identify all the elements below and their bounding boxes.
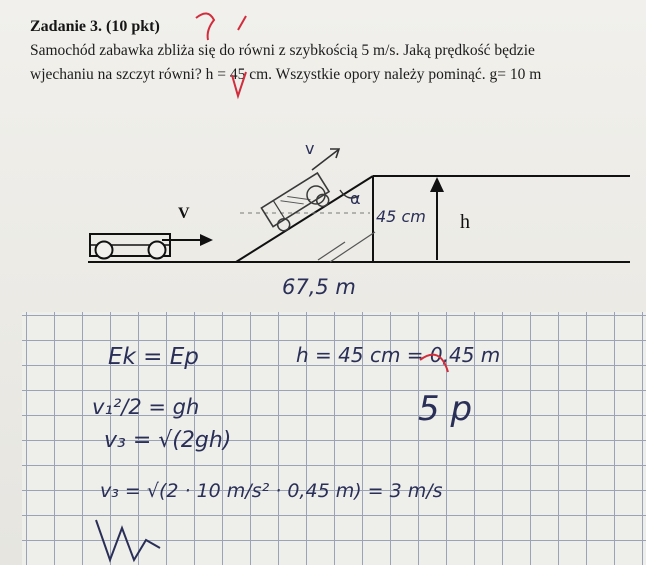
angle-label: α [350,189,361,208]
task-title: Zadanie 3. (10 pkt) [30,18,160,35]
solution-line-1-right: h = 45 cm = 0,45 m [296,343,500,367]
toy-car [89,233,171,260]
red-grade-mark-top [195,12,216,41]
height-label: h [460,211,470,233]
velocity-label: V [178,205,190,222]
squared-paper-area [22,312,646,565]
solution-line-2: v₁²/2 = gh [92,395,199,419]
velocity-arrow-head [200,234,213,246]
solution-line-4: v₃ = √(2 · 10 m/s² · 0,45 m) = 3 m/s [100,480,443,502]
red-tick-mark [237,15,247,31]
red-correction-mark [419,353,449,373]
ink-scribble [95,519,161,563]
red-grade-score: 5 p [418,389,472,429]
sketched-velocity-arrow [311,149,339,171]
incline-diagram: h V v α 45 cm [88,139,630,299]
sketched-wheel [306,185,326,205]
sketched-arrow-head [330,148,341,159]
task-text-line-1: Samochód zabawka zbliża się do równi z s… [30,42,535,59]
side-length-annotation: 45 cm [376,207,426,226]
base-length-annotation: 67,5 m [282,275,356,299]
pencil-stroke [329,231,376,263]
height-arrow-head [430,177,444,192]
sketched-velocity-label: v [305,139,314,158]
incline-slope [235,175,374,263]
car-wheel-front [147,240,167,260]
solution-line-3: v₃ = √(2gh) [104,428,231,453]
angle-arc [339,189,359,199]
solution-line-1: Ek = Ep [108,344,199,370]
pencil-stroke [317,241,346,261]
car-wheel-rear [94,240,114,260]
task-text-line-2: wjechaniu na szczyt równi? h = 45 cm. Ws… [30,66,542,83]
red-check-mark [231,71,247,100]
